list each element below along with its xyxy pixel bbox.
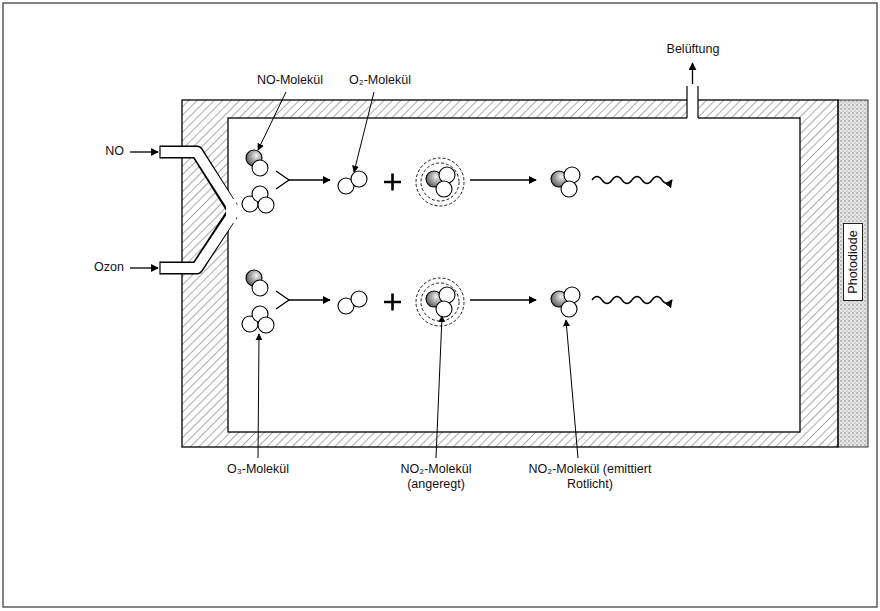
molecule-label: O₂-Molekül [349,73,411,88]
molecule-label: O₃-Molekül [227,462,289,477]
molecule-label: NO₂-Molekül (angeregt) [386,462,486,492]
inlet-label: NO [105,144,124,159]
photodiode-box: Photodiode [843,223,863,301]
inlet-label: Ozon [94,260,124,275]
molecule-label: NO₂-Molekül (emittiert Rotlicht) [520,462,660,492]
molecule-label: NO-Molekül [257,73,323,88]
vent-label: Belüftung [667,42,720,57]
component-label: Photodiode [846,230,860,293]
